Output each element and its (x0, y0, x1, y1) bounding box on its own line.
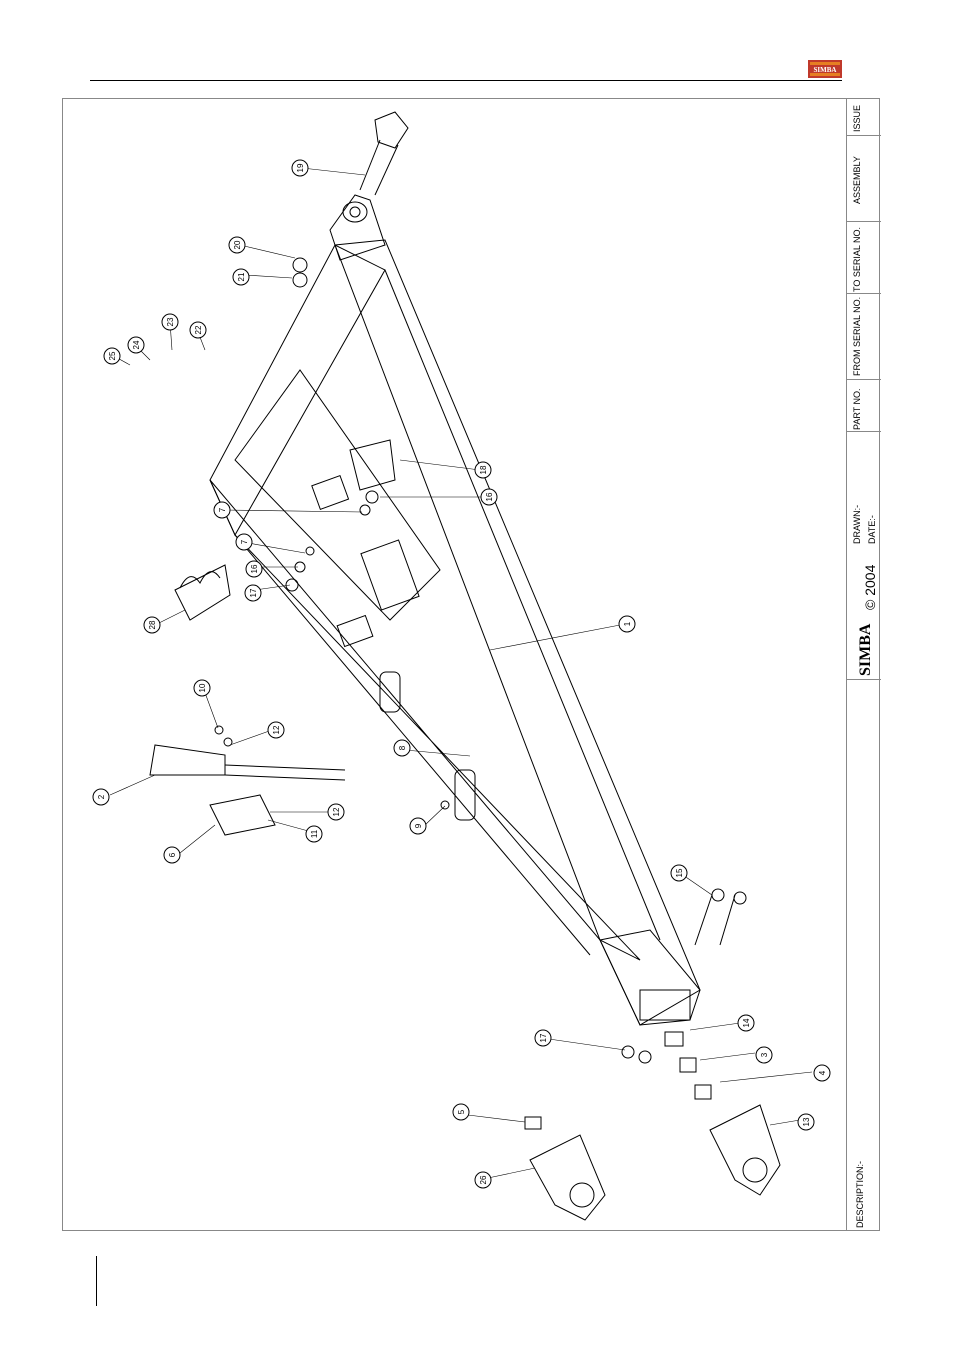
callout-number: 26 (479, 1175, 488, 1184)
callout-number: 28 (148, 620, 157, 629)
callout-10: 10 (194, 680, 210, 696)
callout-16: 16 (481, 489, 497, 505)
callout-number: 15 (675, 868, 684, 877)
callout-19: 19 (292, 160, 308, 176)
drawbar-frame (210, 240, 700, 1025)
callout-25: 25 (104, 348, 120, 364)
callout-26: 26 (475, 1172, 491, 1188)
callout-number: 13 (802, 1117, 811, 1126)
callout-3: 3 (756, 1047, 772, 1063)
callout-number: 12 (332, 807, 341, 816)
callout-21: 21 (233, 269, 249, 285)
callout-22: 22 (190, 322, 206, 338)
callout-23: 23 (162, 314, 178, 330)
callout-17: 17 (245, 585, 261, 601)
callout-14: 14 (738, 1015, 754, 1031)
tool-clamp-28 (175, 565, 230, 620)
callout-number: 17 (249, 588, 258, 597)
callout-number: 16 (250, 564, 259, 573)
callout-1: 1 (619, 616, 635, 632)
callout-number: 5 (457, 1109, 466, 1114)
pins-15 (695, 889, 746, 945)
callout-15: 15 (671, 865, 687, 881)
callout-number: 2 (97, 794, 106, 799)
callout-number: 23 (166, 317, 175, 326)
callout-20: 20 (229, 237, 245, 253)
callout-11: 11 (306, 826, 322, 842)
callout-12: 12 (268, 722, 284, 738)
callout-number: 20 (233, 240, 242, 249)
callout-16: 16 (246, 561, 262, 577)
callout-number: 16 (485, 492, 494, 501)
callout-number: 11 (310, 829, 319, 838)
callout-number: 4 (818, 1070, 827, 1075)
callout-12: 12 (328, 804, 344, 820)
callout-2: 2 (93, 789, 109, 805)
callout-number: 19 (296, 163, 305, 172)
drawbar-eye-26 (530, 1135, 605, 1220)
callout-number: 14 (742, 1018, 751, 1027)
callout-number: 21 (237, 272, 246, 281)
callout-number: 3 (760, 1052, 769, 1057)
tool-clamp-18 (350, 440, 395, 490)
center-clamps (312, 476, 419, 647)
drawbar-eye-13 (710, 1105, 780, 1195)
callout-number: 9 (414, 823, 423, 828)
parking-stand (150, 745, 345, 835)
callout-7: 7 (214, 502, 230, 518)
callout-8: 8 (394, 740, 410, 756)
callout-number: 7 (240, 539, 249, 544)
callout-17: 17 (535, 1030, 551, 1046)
callout-number: 22 (194, 325, 203, 334)
callout-bubbles: 1234567789101112121314151616171718192021… (93, 160, 830, 1188)
leader-lines (110, 168, 812, 1178)
callout-13: 13 (798, 1114, 814, 1130)
callout-number: 1 (623, 621, 632, 626)
callout-24: 24 (128, 337, 144, 353)
callout-9: 9 (410, 818, 426, 834)
small-parts (215, 258, 711, 1129)
callout-5: 5 (453, 1104, 469, 1120)
hitch-bracket (330, 195, 385, 260)
callout-number: 7 (218, 507, 227, 512)
callout-number: 17 (539, 1033, 548, 1042)
callout-4: 4 (814, 1065, 830, 1081)
callout-number: 8 (398, 745, 407, 750)
callout-number: 24 (132, 340, 141, 349)
callout-28: 28 (144, 617, 160, 633)
callout-number: 6 (168, 852, 177, 857)
callout-18: 18 (475, 462, 491, 478)
callout-number: 10 (198, 683, 207, 692)
callout-number: 12 (272, 725, 281, 734)
callout-number: 18 (479, 465, 488, 474)
callout-number: 25 (108, 351, 117, 360)
callout-6: 6 (164, 847, 180, 863)
bolt-part (360, 112, 408, 195)
callout-7: 7 (236, 534, 252, 550)
